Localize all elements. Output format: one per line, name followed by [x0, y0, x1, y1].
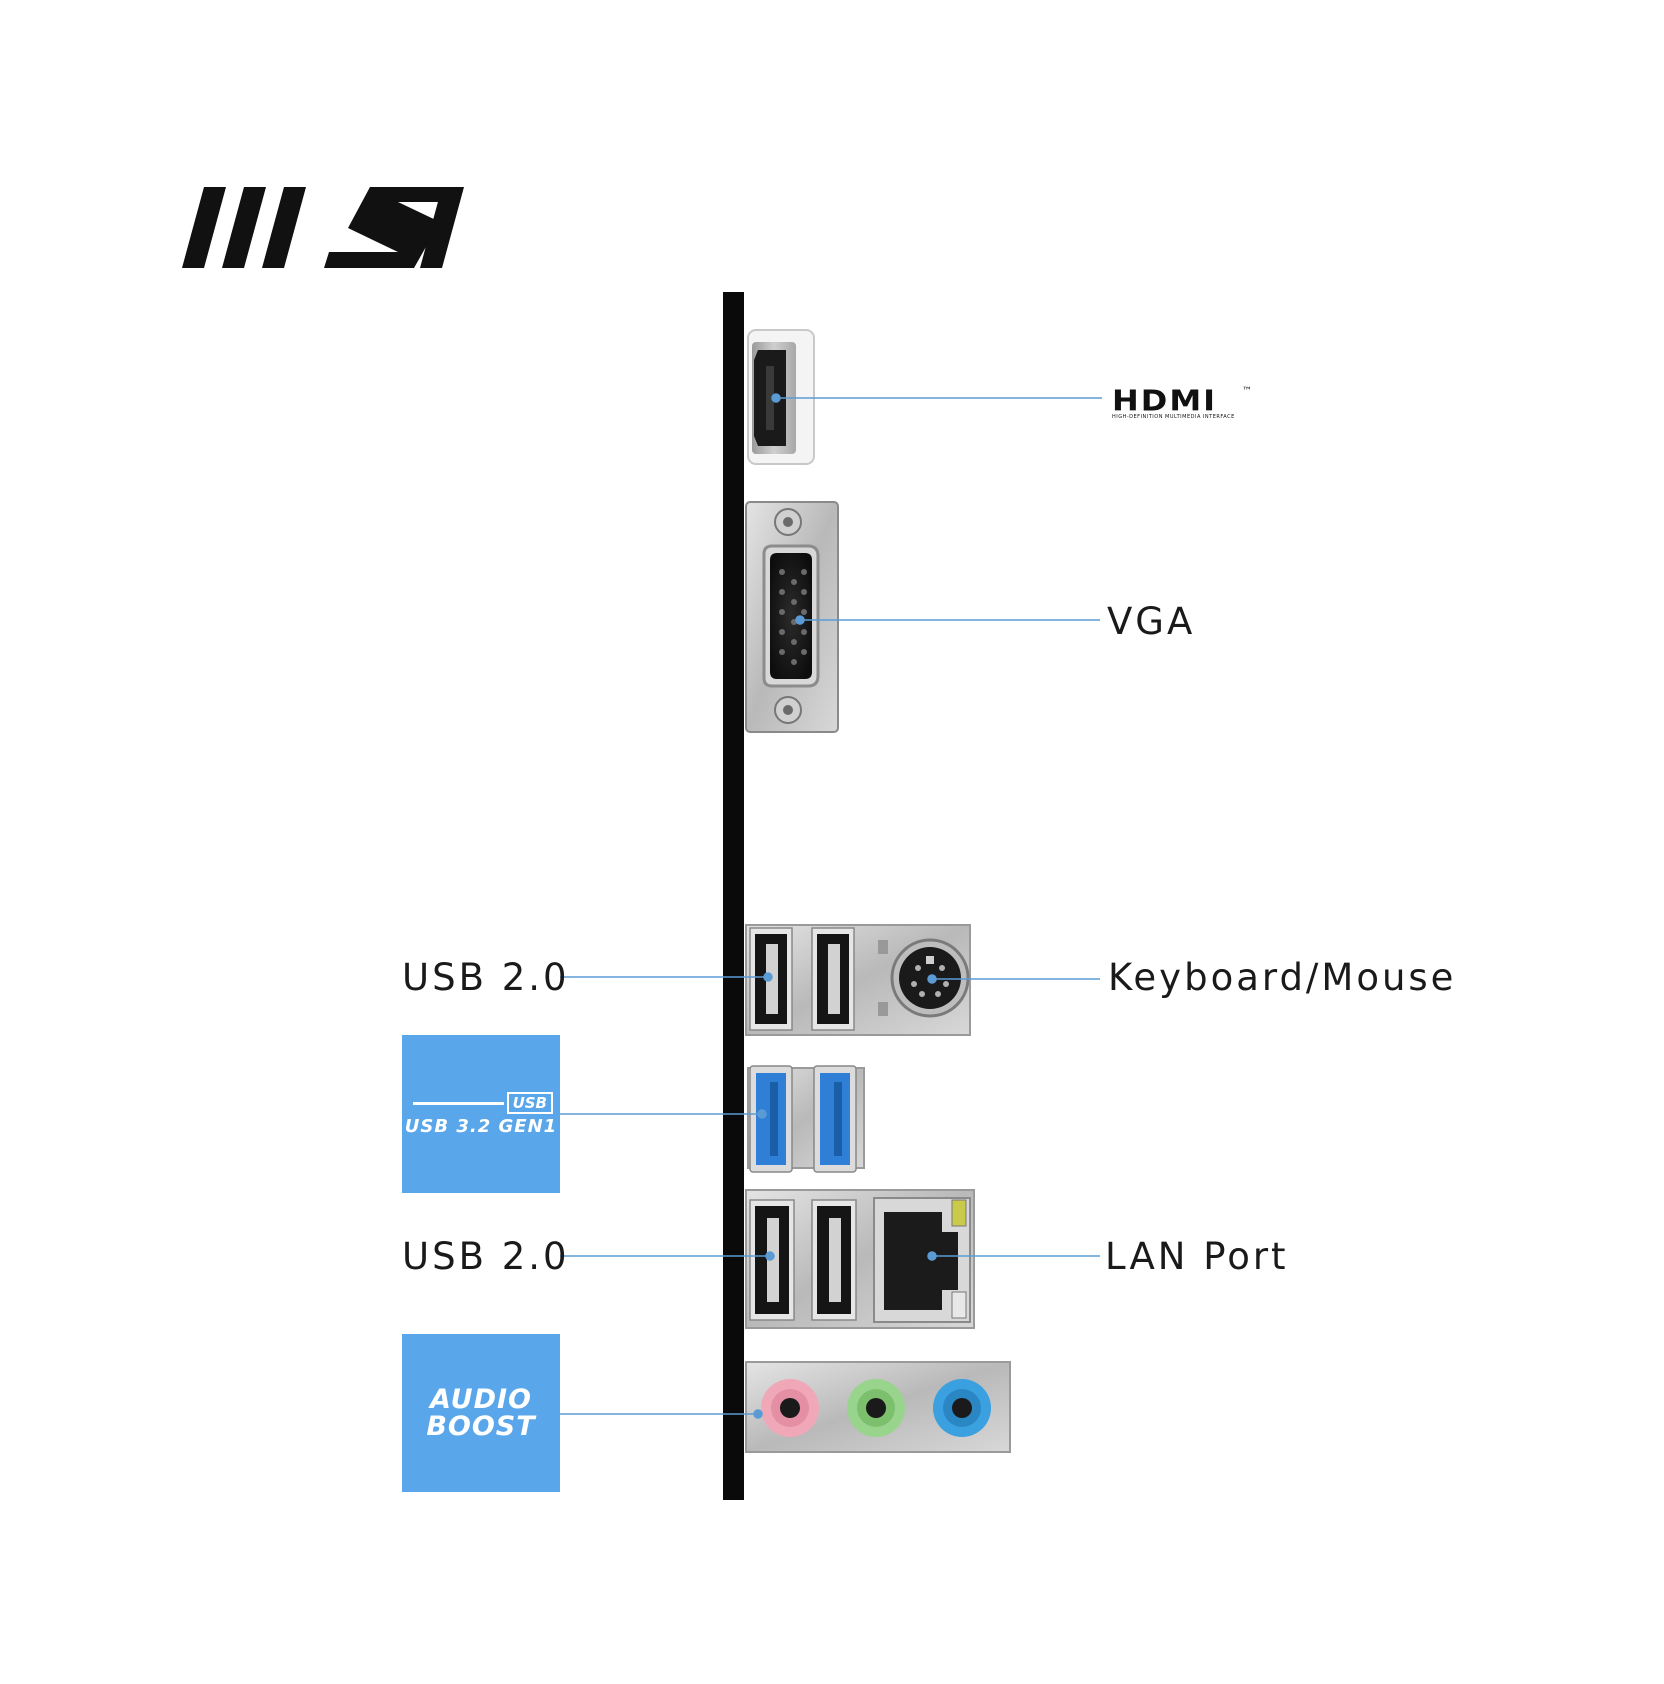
vga-port-icon: [745, 501, 839, 733]
audio-block: [745, 1361, 1011, 1453]
audio-jack-icon: [761, 1379, 819, 1437]
audio-jack-icon: [933, 1379, 991, 1437]
usb-port-icon: [811, 1199, 857, 1321]
label-vga: VGA: [1107, 600, 1196, 643]
usb-logo-text: USB: [506, 1092, 553, 1114]
usb-port-icon: [813, 1065, 857, 1173]
audio-boost-line2: BOOST: [426, 1411, 536, 1442]
audio-boost-line1: AUDIO: [429, 1384, 533, 1415]
hdmi-tm: ™: [1242, 386, 1252, 397]
hdmi-logo: HDMI ™ HIGH-DEFINITION MULTIMEDIA INTERF…: [1112, 385, 1252, 420]
audio-boost-badge: AUDIO BOOST: [402, 1334, 560, 1492]
usb32-gen1-text: USB 3.2 GEN1: [404, 1116, 558, 1137]
hdmi-tagline: HIGH-DEFINITION MULTIMEDIA INTERFACE: [1112, 414, 1235, 420]
hdmi-port-icon: [747, 329, 815, 465]
usb-port-icon: [811, 927, 855, 1031]
usb-port-icon: [749, 1065, 793, 1173]
usb32-block: [747, 1065, 865, 1173]
usb20-lan-block: [745, 1189, 975, 1329]
msi-logo: [182, 187, 464, 268]
usb32-gen1-badge: USB USB 3.2 GEN1: [402, 1035, 560, 1193]
label-keyboard-mouse: Keyboard/Mouse: [1108, 956, 1457, 999]
io-shield-edge: [723, 292, 744, 1500]
audio-jack-icon: [847, 1379, 905, 1437]
usb-logo: USB: [413, 1092, 553, 1114]
label-usb20-top: USB 2.0: [402, 956, 570, 999]
label-usb20-bottom: USB 2.0: [402, 1235, 570, 1278]
lan-port-icon: [873, 1197, 971, 1323]
label-lan-port: LAN Port: [1105, 1235, 1289, 1278]
hdmi-logo-text: HDMI: [1112, 385, 1217, 418]
leader-lines: [558, 393, 1102, 1419]
